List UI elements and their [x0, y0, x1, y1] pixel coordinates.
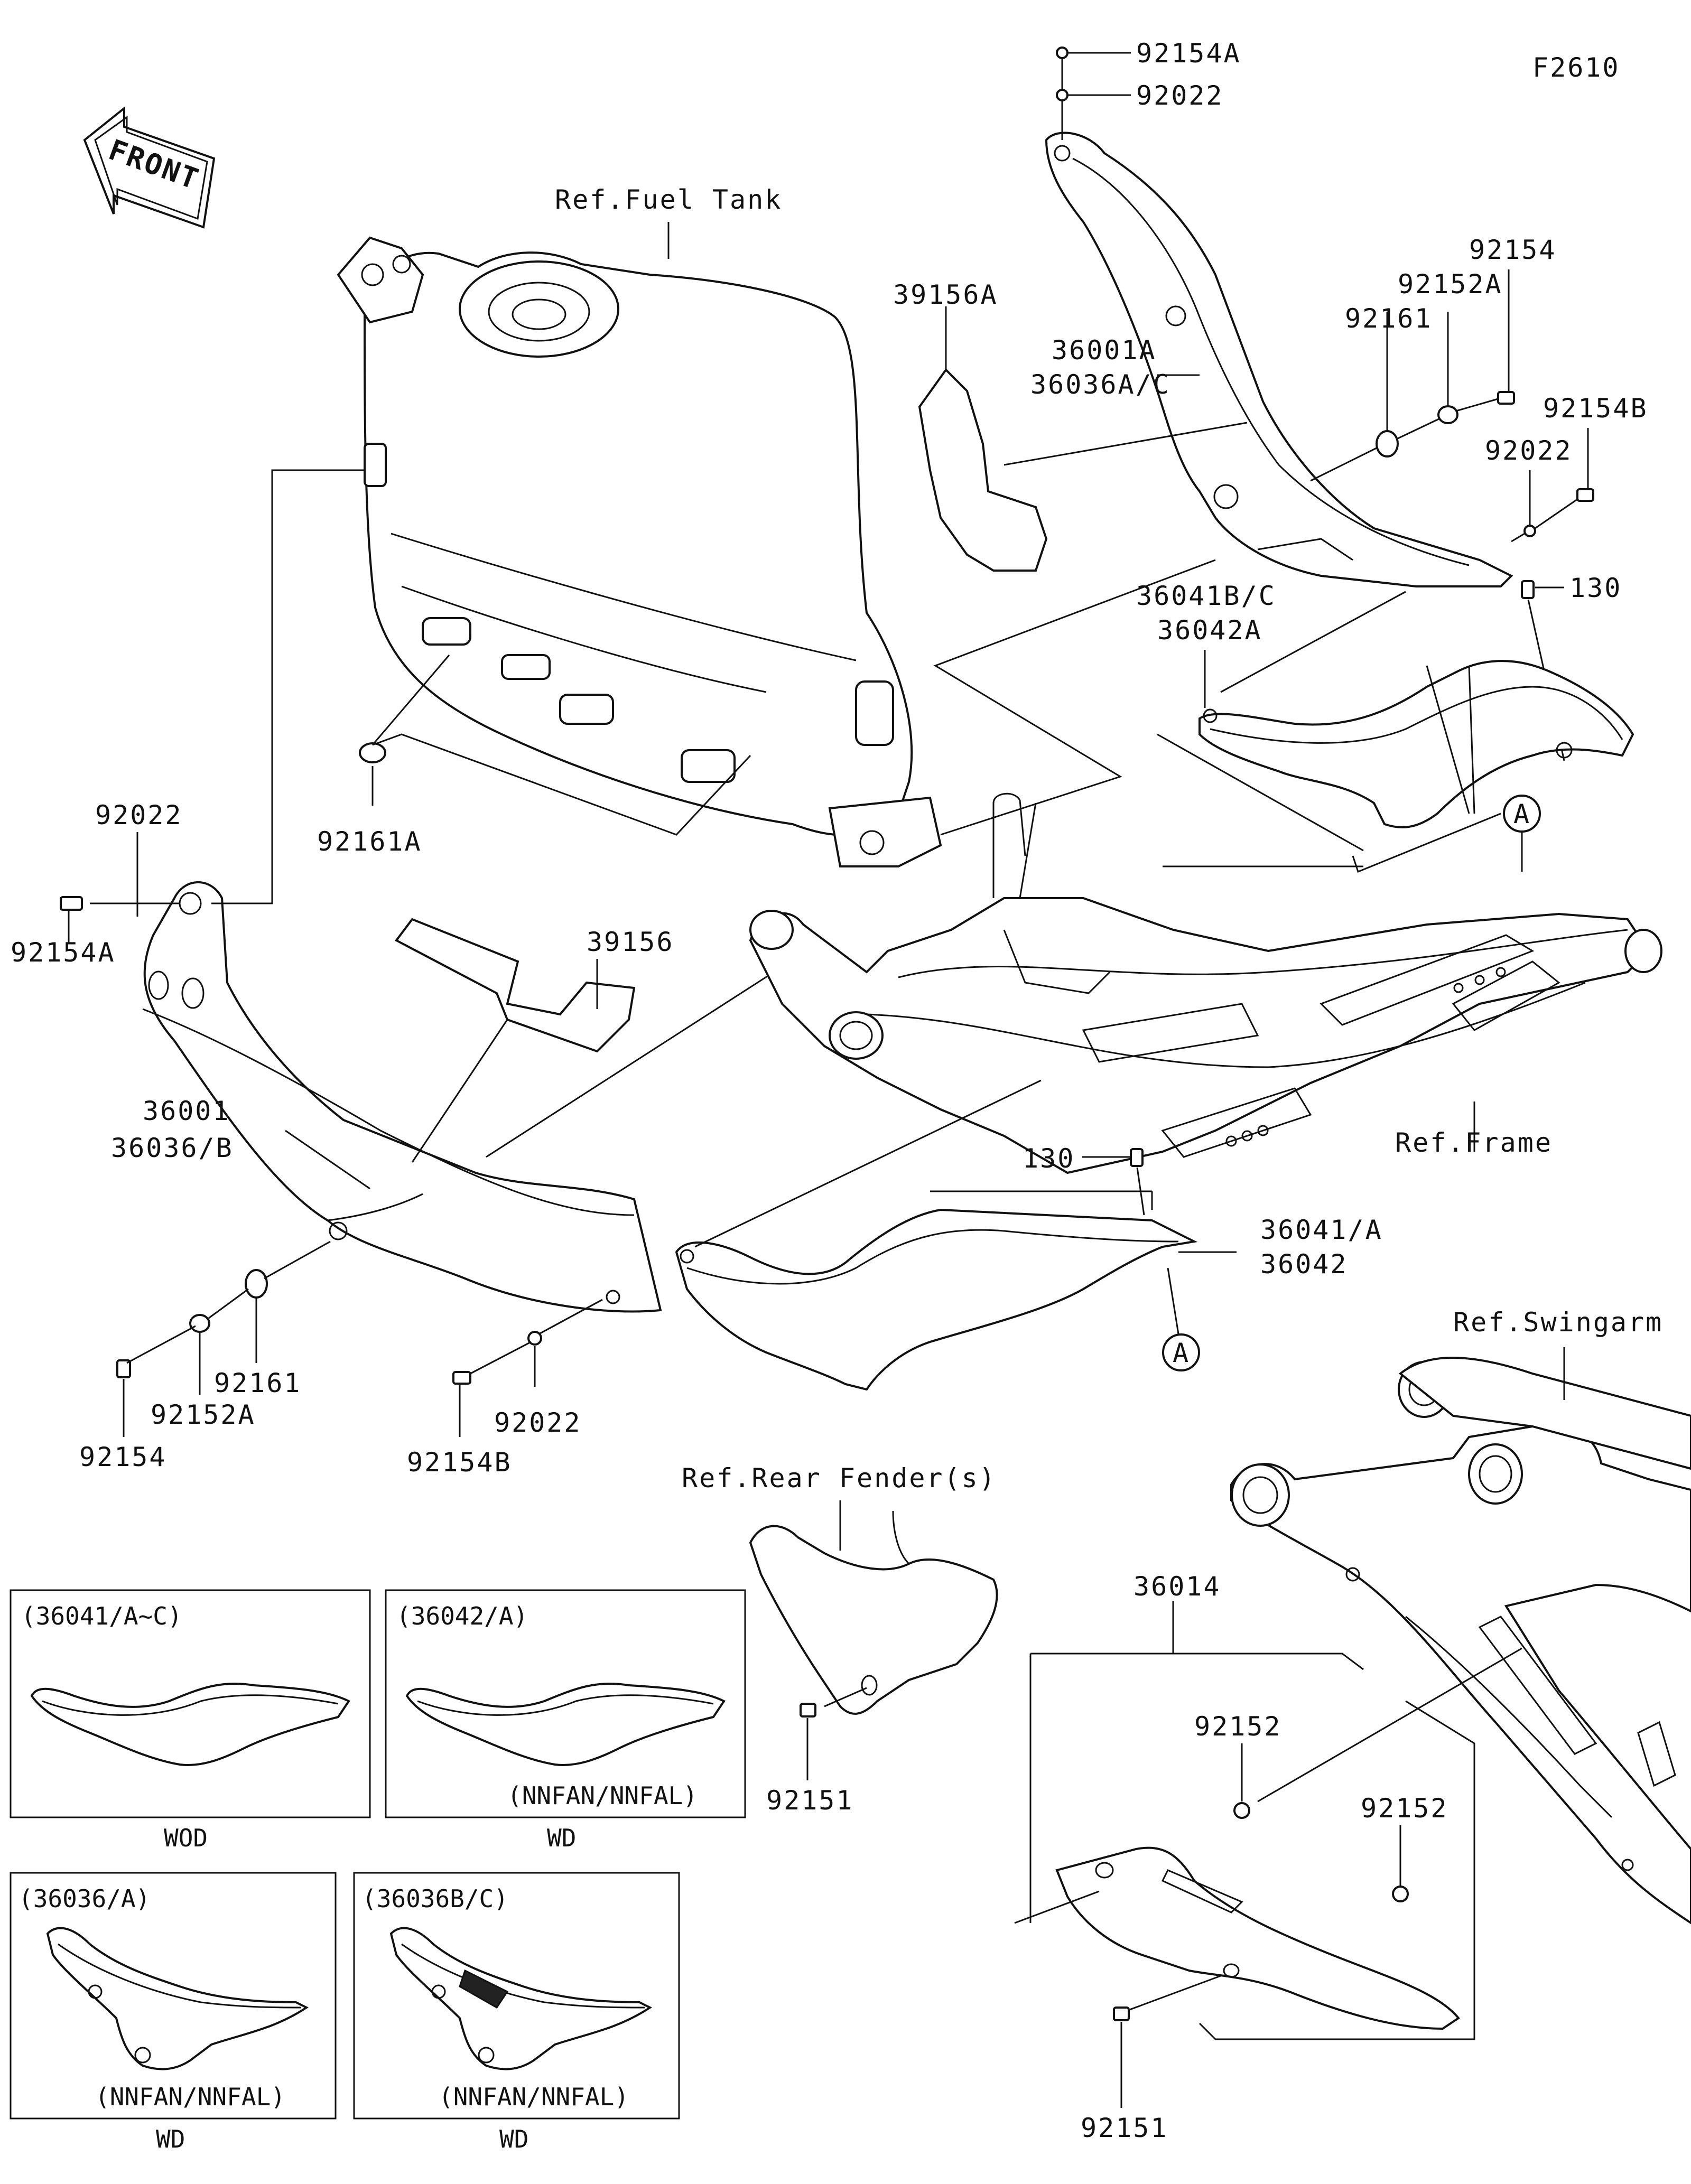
side-cover-right — [1198, 660, 1634, 828]
part-label-92161A: 92161A — [317, 826, 422, 857]
side-cowl-left — [142, 881, 662, 1313]
inset-3-header: (36036/A) — [18, 1884, 150, 1913]
part-label-92022-bottom: 92022 — [494, 1407, 582, 1438]
part-label-92161-right: 92161 — [1345, 303, 1433, 334]
part-label-36014: 36014 — [1133, 1571, 1221, 1602]
part-label-36041A: 36041/A — [1260, 1215, 1383, 1245]
part-label-92154B-right: 92154B — [1543, 393, 1648, 424]
collar-92152A-right — [1437, 405, 1458, 424]
part-label-36041BC: 36041B/C — [1136, 581, 1276, 611]
screw-92154A-top — [1056, 46, 1069, 59]
grommet-92161-right — [1376, 430, 1399, 458]
part-label-92154A-top: 92154A — [1136, 38, 1241, 69]
fuel-tank — [337, 236, 942, 867]
ref-frame-label: Ref.Frame — [1395, 1127, 1553, 1158]
inset-2-header: (36042/A) — [396, 1602, 528, 1630]
nut-92152-a — [1233, 1802, 1250, 1819]
bolt-92154-left — [116, 1359, 131, 1378]
screw-92151-bottom — [1113, 2006, 1130, 2021]
inset-4-side-cowl — [389, 1927, 652, 2070]
inset-1-header: (36041/A~C) — [21, 1602, 182, 1630]
front-arrow-icon: FRONT — [83, 106, 216, 229]
ref-fuel-tank-label: Ref.Fuel Tank — [555, 184, 782, 215]
part-label-92154A-left: 92154A — [11, 937, 116, 968]
inset-3-note: (NNFAN/NNFAL) — [95, 2083, 285, 2111]
part-label-92151-bottom: 92151 — [1081, 2113, 1168, 2143]
inset-3-side-cowl — [46, 1927, 309, 2070]
part-label-36042: 36042 — [1260, 1249, 1348, 1280]
part-label-36001: 36001 — [143, 1096, 230, 1126]
screw-130-right — [1521, 580, 1535, 599]
side-cover-lower — [675, 1208, 1198, 1391]
side-cowl-right — [1045, 132, 1513, 587]
washer-92022-bottom — [527, 1331, 542, 1346]
grommet-92161-left — [245, 1269, 268, 1299]
part-label-92152A-right: 92152A — [1398, 269, 1503, 300]
part-label-36042A: 36042A — [1157, 615, 1262, 646]
washer-92022-right — [1523, 525, 1536, 537]
pad-39156A — [918, 368, 1048, 572]
inset-2-side-cover — [405, 1682, 726, 1766]
part-label-36036AC: 36036A/C — [1030, 369, 1170, 400]
part-label-39156A: 39156A — [893, 279, 998, 310]
part-label-92161-left: 92161 — [214, 1368, 302, 1398]
marker-A-bottom — [1162, 1333, 1200, 1371]
collar-92152A-left — [189, 1314, 210, 1333]
part-label-92152A-left: 92152A — [151, 1399, 256, 1430]
inset-2-note: (NNFAN/NNFAL) — [507, 1781, 698, 1810]
grommet-92161A — [359, 742, 386, 763]
inset-4-footer: WD — [499, 2125, 528, 2153]
inset-3-footer: WD — [156, 2125, 185, 2153]
screw-92151-center — [800, 1703, 816, 1718]
figure-code: F2610 — [1532, 52, 1620, 83]
bolt-92154B-right — [1576, 488, 1594, 502]
part-label-92154-left: 92154 — [79, 1442, 167, 1472]
part-label-92151-center: 92151 — [766, 1785, 854, 1816]
part-label-130-right: 130 — [1569, 573, 1622, 603]
ref-rear-fender-label: Ref.Rear Fender(s) — [682, 1463, 997, 1494]
bolt-92154B-bottom — [452, 1371, 471, 1385]
rear-fender — [749, 1510, 998, 1715]
inset-2-footer: WD — [547, 1824, 576, 1852]
part-label-36036B: 36036/B — [111, 1133, 234, 1163]
part-label-92022-top: 92022 — [1136, 80, 1224, 111]
part-label-39156: 39156 — [587, 927, 674, 957]
washer-92022-top — [1056, 89, 1069, 101]
part-label-130-center: 130 — [1023, 1143, 1075, 1174]
inset-1-footer: WOD — [164, 1824, 208, 1852]
marker-A-top — [1503, 795, 1541, 833]
frame — [749, 792, 1662, 1174]
part-label-92152-b: 92152 — [1361, 1793, 1448, 1824]
pad-39156 — [394, 918, 636, 1053]
part-label-92022-left: 92022 — [95, 800, 183, 830]
part-label-92154-right: 92154 — [1469, 235, 1557, 265]
part-label-92022-right: 92022 — [1485, 435, 1573, 466]
part-label-92154B-bottom: 92154B — [407, 1447, 512, 1478]
inset-4-note: (NNFAN/NNFAL) — [439, 2083, 629, 2111]
inset-1-side-cover — [30, 1682, 350, 1766]
chain-cover — [1055, 1846, 1460, 2030]
bolt-92154A-left — [60, 896, 83, 911]
ref-swingarm-label: Ref.Swingarm — [1453, 1307, 1663, 1338]
screw-130-center — [1130, 1148, 1144, 1167]
swingarm — [1230, 1357, 1691, 1925]
part-label-36001A: 36001A — [1052, 335, 1157, 366]
nut-92152-b — [1392, 1886, 1409, 1902]
inset-4-header: (36036B/C) — [362, 1884, 508, 1913]
bolt-92154-right — [1497, 391, 1515, 405]
part-label-92152-a: 92152 — [1194, 1711, 1282, 1742]
marker-A-bottom-label: A — [1173, 1338, 1188, 1368]
marker-A-top-label: A — [1513, 799, 1529, 829]
